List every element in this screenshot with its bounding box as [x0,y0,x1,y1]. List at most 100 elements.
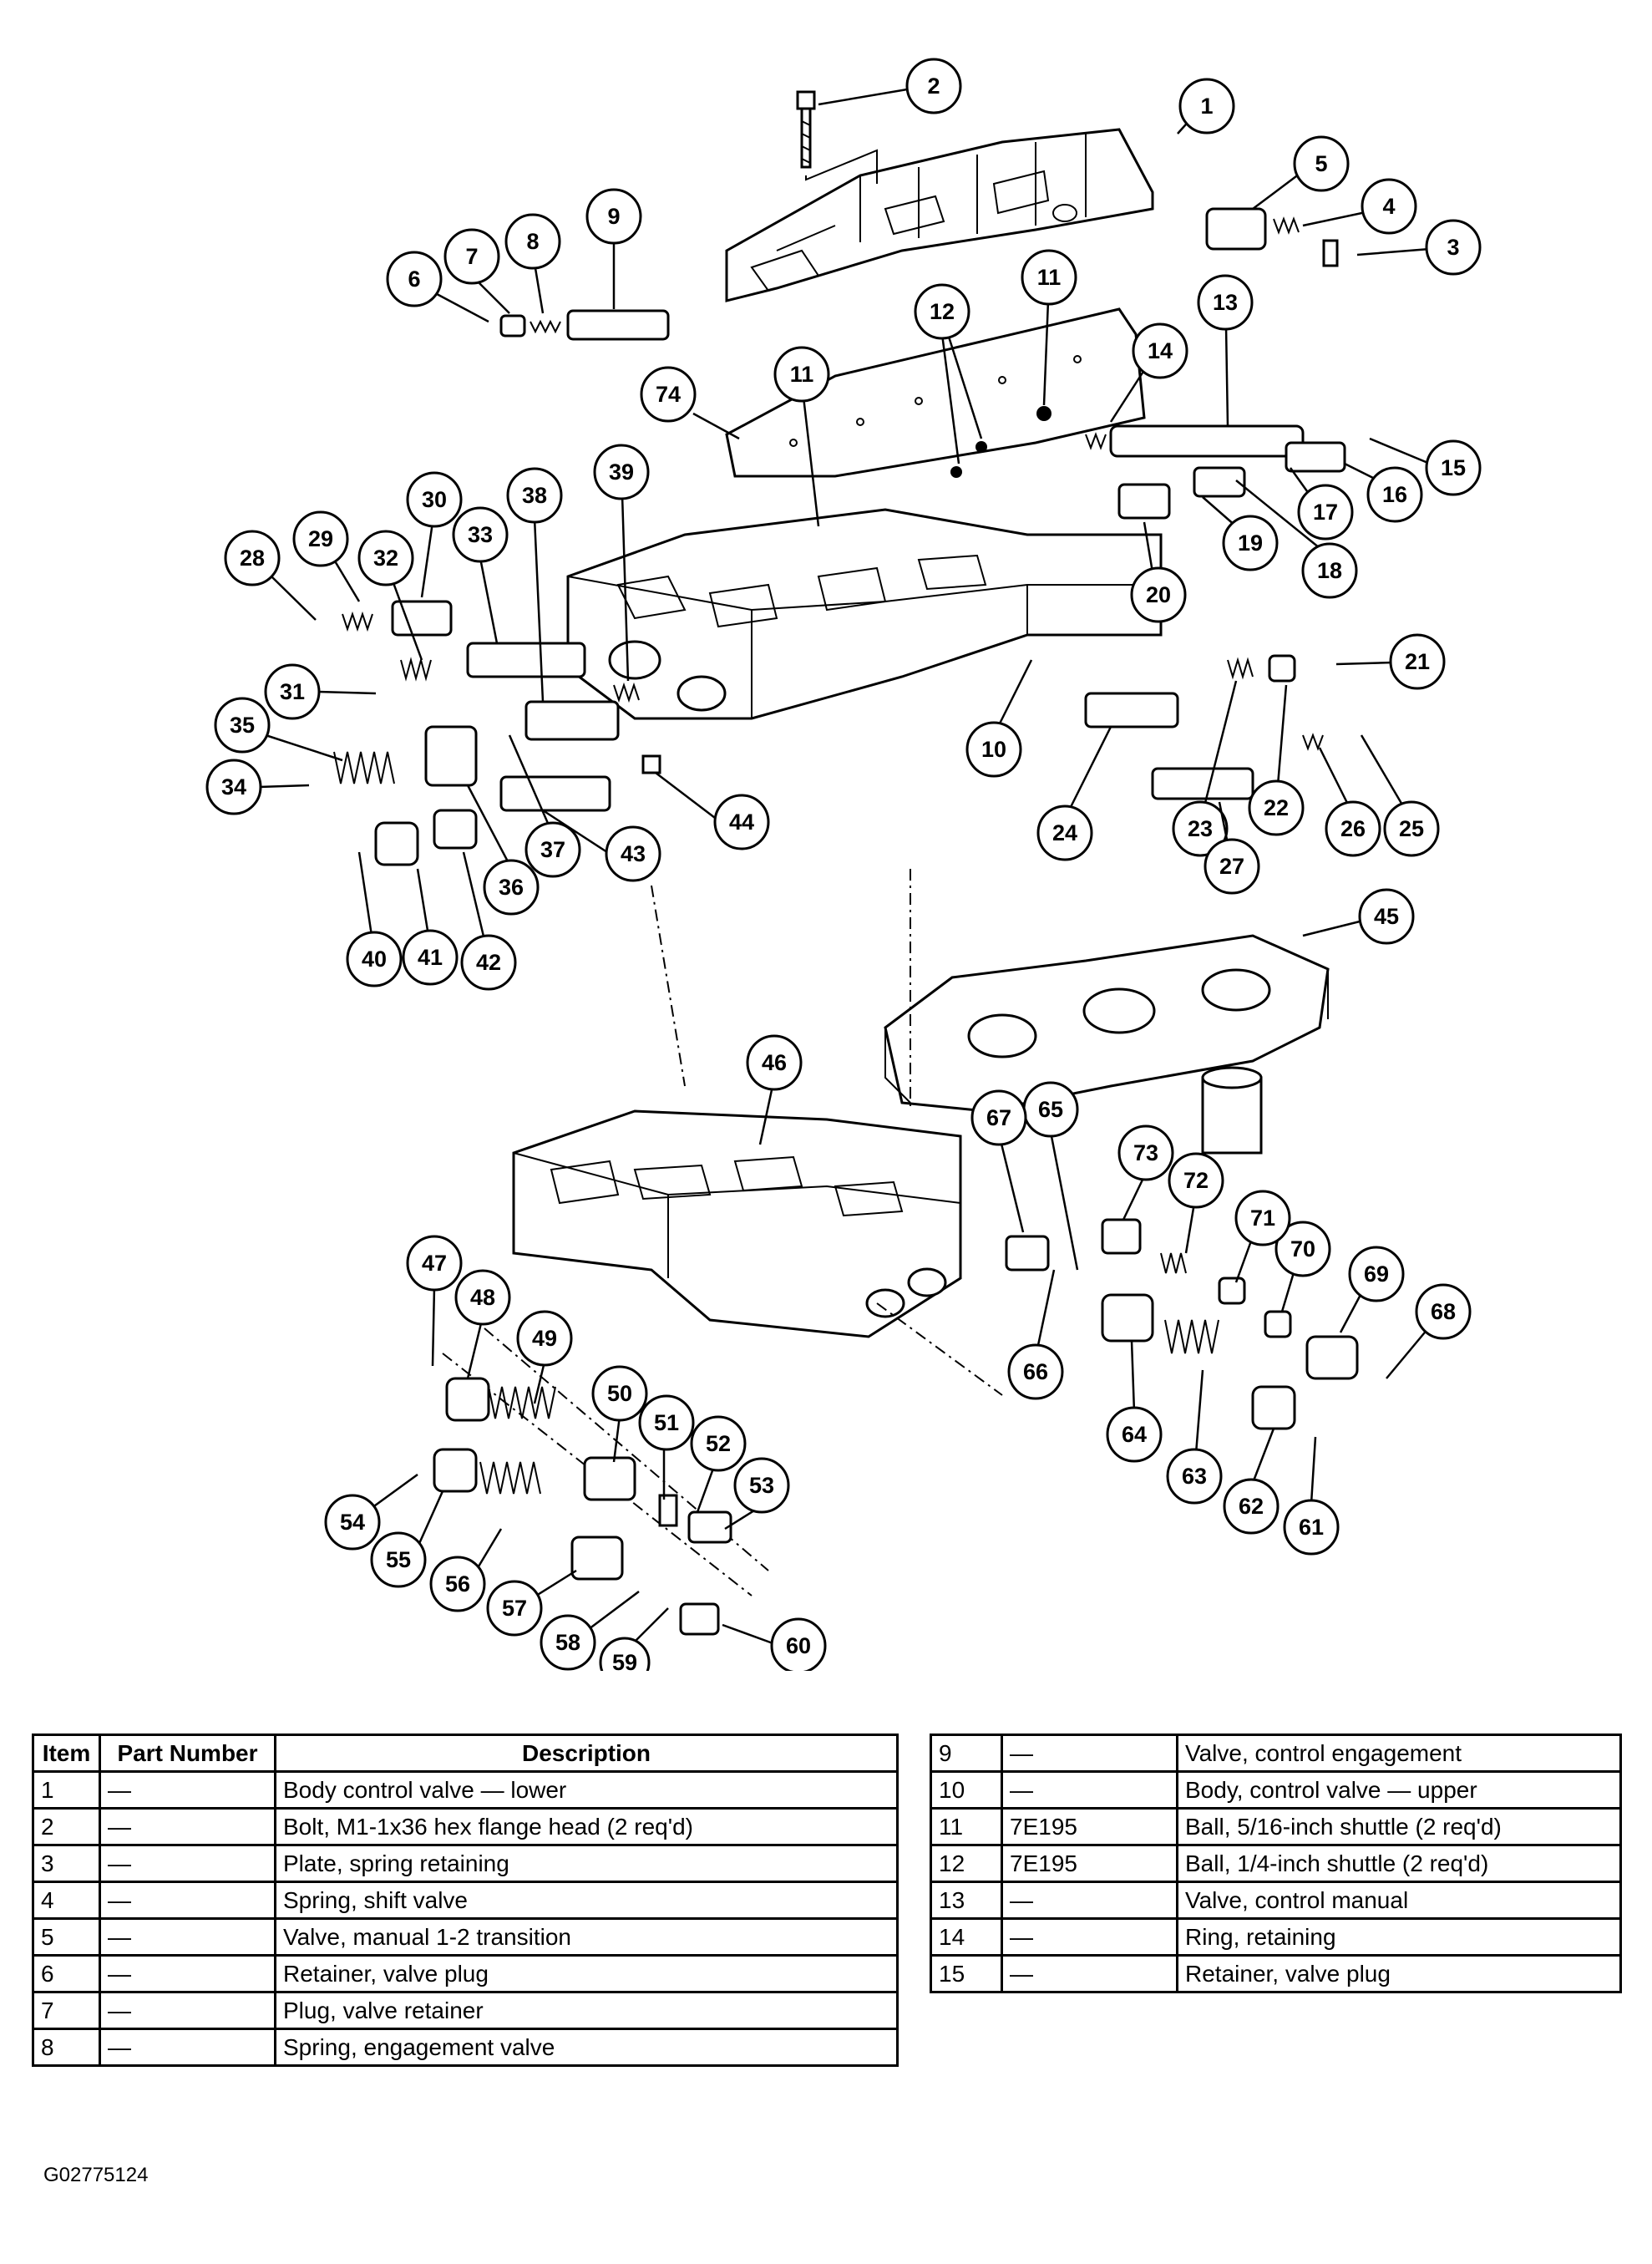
svg-text:55: 55 [386,1547,411,1572]
main-control-valve-body [512,1109,962,1338]
callout-56: 56 [429,1556,486,1612]
callout-48: 48 [454,1269,511,1326]
callout-37: 37 [524,821,581,878]
cell-item: 10 [930,1770,1003,1810]
cell-part-number: — [1001,1770,1178,1810]
svg-text:48: 48 [470,1285,495,1310]
svg-text:46: 46 [762,1050,787,1075]
svg-text:63: 63 [1182,1464,1207,1489]
svg-text:54: 54 [340,1510,365,1535]
svg-text:19: 19 [1238,530,1263,556]
legend-header-row: Item Part Number Description [32,1734,899,1773]
cell-item: 4 [32,1881,101,1920]
cell-description: Valve, control engagement [1176,1734,1622,1773]
svg-text:18: 18 [1317,558,1342,583]
svg-text:70: 70 [1290,1236,1315,1261]
upper-control-valve-body [566,508,1163,720]
callout-12: 12 [914,283,970,340]
legend-row: 1—Body control valve — lower [32,1770,899,1810]
callout-47: 47 [406,1235,463,1292]
callout-19: 19 [1222,515,1279,571]
cell-part-number: — [1001,1917,1178,1957]
separator-plate [725,307,1146,543]
svg-text:72: 72 [1183,1168,1209,1193]
svg-text:40: 40 [362,947,387,972]
svg-text:13: 13 [1213,290,1238,315]
callout-55: 55 [370,1531,427,1588]
svg-text:29: 29 [308,526,333,551]
svg-text:56: 56 [445,1571,470,1596]
svg-text:61: 61 [1299,1515,1324,1540]
legend-row: 3—Plate, spring retaining [32,1844,899,1883]
cell-description: Retainer, valve plug [274,1954,899,1993]
lower-control-valve-body [725,128,1154,302]
legend-row: 14—Ring, retaining [930,1917,1622,1957]
cell-part-number: — [99,1881,276,1920]
svg-text:20: 20 [1146,582,1171,607]
svg-text:23: 23 [1188,816,1213,841]
cell-description: Spring, engagement valve [274,2028,899,2067]
callout-7: 7 [443,228,500,285]
callout-13: 13 [1197,274,1254,331]
svg-text:67: 67 [986,1105,1011,1130]
legend-row: 9—Valve, control engagement [930,1734,1622,1773]
svg-text:64: 64 [1122,1422,1147,1447]
header-part-number: Part Number [99,1734,276,1773]
callout-38: 38 [506,467,563,524]
cell-part-number: — [1001,1734,1178,1773]
cell-item: 13 [930,1881,1003,1920]
callout-17: 17 [1297,484,1354,541]
header-item: Item [32,1734,101,1773]
legend-row: 2—Bolt, M1-1x36 hex flange head (2 req'd… [32,1807,899,1846]
cell-description: Plug, valve retainer [274,1991,899,2030]
svg-text:31: 31 [280,679,305,704]
cell-part-number: — [99,1954,276,1993]
cell-part-number: — [99,1991,276,2030]
svg-text:45: 45 [1374,904,1399,929]
cell-description: Bolt, M1-1x36 hex flange head (2 req'd) [274,1807,899,1846]
callout-52: 52 [690,1415,747,1472]
callout-4: 4 [1361,178,1417,235]
svg-text:74: 74 [656,382,681,407]
callout-58: 58 [540,1614,596,1671]
cell-item: 3 [32,1844,101,1883]
callout-11a: 11 [773,346,830,403]
callout-39: 39 [593,444,650,500]
svg-text:11: 11 [790,362,814,387]
svg-text:5: 5 [1315,151,1327,176]
svg-text:52: 52 [706,1431,731,1456]
svg-text:32: 32 [373,546,398,571]
callout-10: 10 [965,721,1022,778]
callout-16: 16 [1366,466,1423,523]
svg-text:51: 51 [654,1410,679,1435]
cell-item: 12 [930,1844,1003,1883]
svg-text:49: 49 [532,1326,557,1351]
svg-text:21: 21 [1405,649,1430,674]
callout-70: 70 [1274,1221,1331,1277]
cell-description: Ring, retaining [1176,1917,1622,1957]
callout-53: 53 [733,1457,790,1514]
svg-text:25: 25 [1399,816,1424,841]
legend-row: 5—Valve, manual 1-2 transition [32,1917,899,1957]
svg-text:43: 43 [621,841,646,866]
legend-row: 6—Retainer, valve plug [32,1954,899,1993]
cell-part-number: — [99,1770,276,1810]
legend-row: 13—Valve, control manual [930,1881,1622,1920]
svg-text:11: 11 [1037,265,1062,290]
svg-text:4: 4 [1382,194,1395,219]
callout-15: 15 [1425,439,1482,496]
svg-text:44: 44 [729,810,754,835]
callout-14: 14 [1132,322,1188,379]
svg-text:28: 28 [240,546,265,571]
callout-44: 44 [713,794,770,850]
callout-67: 67 [970,1089,1027,1146]
svg-text:53: 53 [749,1473,774,1498]
svg-text:42: 42 [476,950,501,975]
cell-part-number: — [99,1807,276,1846]
svg-text:69: 69 [1364,1261,1389,1287]
exploded-valve-body-diagram: 1 2 3 4 5 6 7 8 9 10 11 11 12 13 14 15 1… [205,58,1482,1671]
svg-text:24: 24 [1052,820,1077,845]
cell-description: Spring, shift valve [274,1881,899,1920]
callout-33: 33 [452,506,509,563]
svg-text:62: 62 [1239,1494,1264,1519]
